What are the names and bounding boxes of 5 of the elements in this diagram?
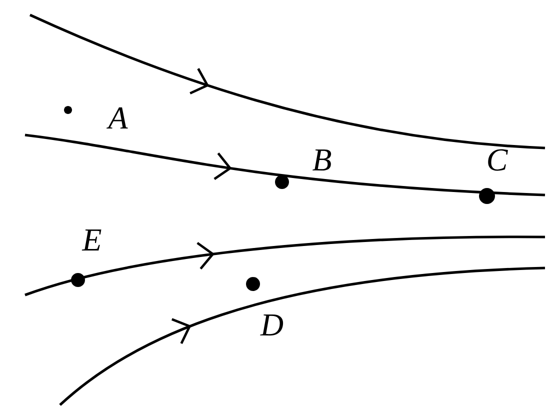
point-label: C xyxy=(488,149,508,171)
point-label: A xyxy=(106,107,128,129)
point-label: E xyxy=(82,230,102,250)
point-label: B xyxy=(312,149,332,171)
point-label: D xyxy=(260,314,284,336)
